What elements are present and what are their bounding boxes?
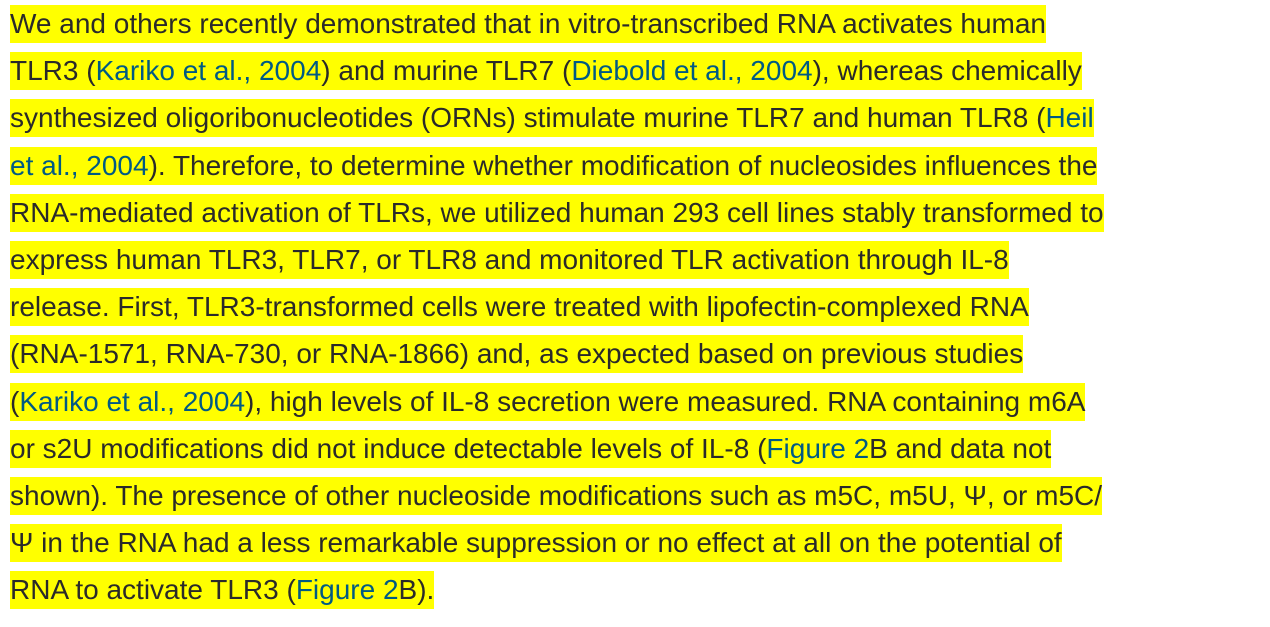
- text-segment: ). Therefore, to determine whether modif…: [148, 149, 1098, 181]
- text-segment: B and data not: [869, 432, 1052, 464]
- text-segment: (RNA-1571, RNA-730, or RNA-1866) and, as…: [10, 338, 1024, 370]
- citation-link[interactable]: Kariko et al., 2004: [95, 55, 322, 87]
- text-line: release. First, TLR3-transformed cells w…: [10, 283, 1260, 330]
- text-segment: TLR3 (: [10, 55, 96, 87]
- text-line: RNA to activate TLR3 (Figure 2B).: [10, 566, 1260, 613]
- highlighted-text: release. First, TLR3-transformed cells w…: [10, 288, 1029, 327]
- citation-link[interactable]: Heil: [1045, 102, 1094, 134]
- text-segment: Ψ in the RNA had a less remarkable suppr…: [10, 527, 1062, 559]
- text-segment: shown). The presence of other nucleoside…: [10, 479, 1103, 511]
- highlighted-text: (RNA-1571, RNA-730, or RNA-1866) and, as…: [10, 335, 1024, 374]
- text-line: or s2U modifications did not induce dete…: [10, 425, 1260, 472]
- text-line: (RNA-1571, RNA-730, or RNA-1866) and, as…: [10, 330, 1260, 377]
- text-segment: RNA to activate TLR3 (: [10, 574, 296, 606]
- highlighted-text: synthesized oligoribonucleotides (ORNs) …: [10, 99, 1094, 138]
- text-line: express human TLR3, TLR7, or TLR8 and mo…: [10, 236, 1260, 283]
- text-segment: synthesized oligoribonucleotides (ORNs) …: [10, 102, 1046, 134]
- text-line: We and others recently demonstrated that…: [10, 0, 1260, 47]
- text-segment: We and others recently demonstrated that…: [10, 8, 1046, 39]
- text-line: (Kariko et al., 2004), high levels of IL…: [10, 378, 1260, 425]
- text-segment: express human TLR3, TLR7, or TLR8 and mo…: [10, 243, 1009, 275]
- text-segment: ) and murine TLR7 (: [321, 55, 572, 87]
- highlighted-text: or s2U modifications did not induce dete…: [10, 429, 1052, 468]
- highlighted-text: We and others recently demonstrated that…: [10, 5, 1046, 43]
- highlighted-text: et al., 2004). Therefore, to determine w…: [10, 146, 1098, 185]
- highlighted-text: (Kariko et al., 2004), high levels of IL…: [10, 382, 1086, 421]
- citation-link[interactable]: Kariko et al., 2004: [19, 385, 246, 417]
- highlighted-text: express human TLR3, TLR7, or TLR8 and mo…: [10, 240, 1009, 279]
- highlighted-text: RNA to activate TLR3 (Figure 2B).: [10, 571, 435, 610]
- text-line: RNA-mediated activation of TLRs, we util…: [10, 189, 1260, 236]
- text-line: synthesized oligoribonucleotides (ORNs) …: [10, 94, 1260, 141]
- citation-link[interactable]: Figure 2: [295, 574, 399, 606]
- citation-link[interactable]: et al., 2004: [10, 149, 149, 181]
- text-line: TLR3 (Kariko et al., 2004) and murine TL…: [10, 47, 1260, 94]
- text-segment: or s2U modifications did not induce dete…: [10, 432, 767, 464]
- text-line: shown). The presence of other nucleoside…: [10, 472, 1260, 519]
- text-segment: (: [10, 385, 20, 417]
- text-segment: release. First, TLR3-transformed cells w…: [10, 291, 1029, 323]
- text-segment: B).: [398, 574, 435, 606]
- citation-link[interactable]: Figure 2: [766, 432, 870, 464]
- text-segment: RNA-mediated activation of TLRs, we util…: [10, 196, 1104, 228]
- article-paragraph: We and others recently demonstrated that…: [10, 0, 1260, 613]
- citation-link[interactable]: Diebold et al., 2004: [571, 55, 813, 87]
- highlighted-text: shown). The presence of other nucleoside…: [10, 476, 1103, 515]
- highlighted-text: TLR3 (Kariko et al., 2004) and murine TL…: [10, 52, 1082, 91]
- highlighted-text: RNA-mediated activation of TLRs, we util…: [10, 193, 1104, 232]
- highlighted-text: Ψ in the RNA had a less remarkable suppr…: [10, 524, 1062, 563]
- text-segment: ), whereas chemically: [812, 55, 1082, 87]
- text-segment: ), high levels of IL-8 secretion were me…: [245, 385, 1086, 417]
- text-line: Ψ in the RNA had a less remarkable suppr…: [10, 519, 1260, 566]
- text-line: et al., 2004). Therefore, to determine w…: [10, 142, 1260, 189]
